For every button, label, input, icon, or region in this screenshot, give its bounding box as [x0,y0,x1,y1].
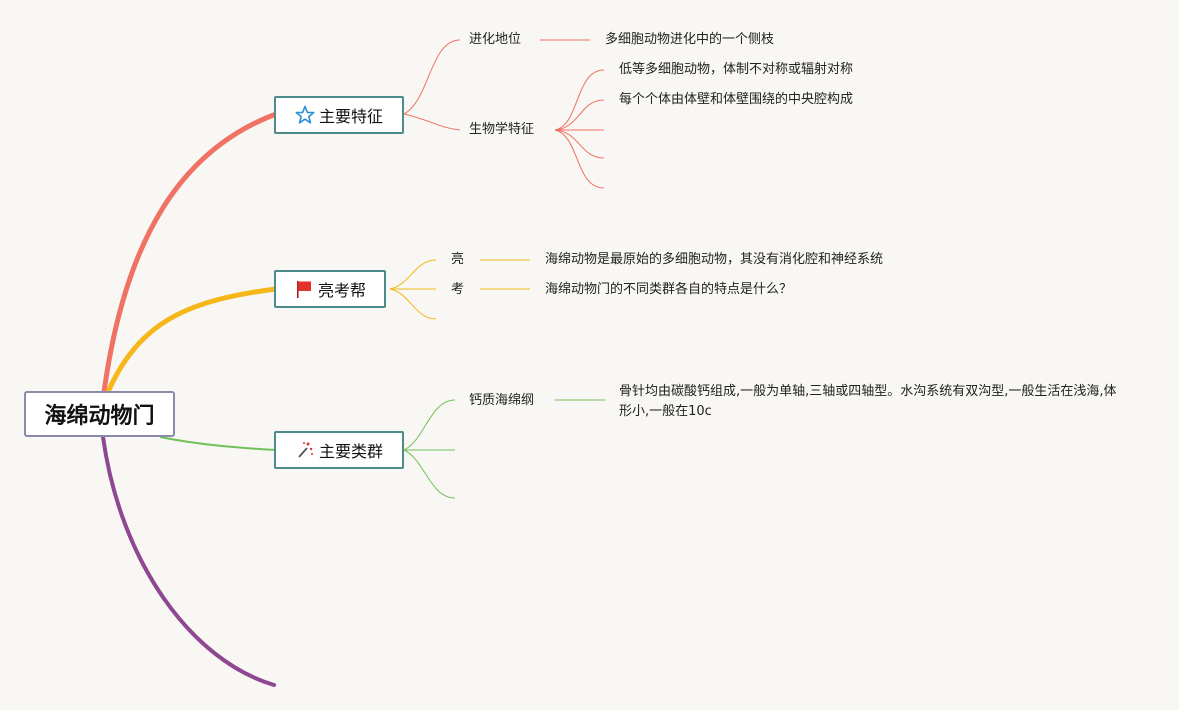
subtopic-biological-features[interactable]: 生物学特征 [469,122,535,137]
topic-liang-kao-bang[interactable]: 亮考帮 [274,270,386,308]
subtopic-calcarea[interactable]: 钙质海绵纲 [469,393,535,408]
detail-evolution-position[interactable]: 多细胞动物进化中的一个侧枝 [605,32,775,47]
detail-calcarea[interactable]: 骨针均由碳酸钙组成,一般为单轴,三轴或四轴型。水沟系统有双沟型,一般生活在浅海,… [619,384,1117,419]
branch-line-features [101,111,279,395]
connector-groups-empty-2 [403,449,456,499]
detail-liang[interactable]: 海绵动物是最原始的多细胞动物，其没有消化腔和神经系统 [545,252,884,267]
detail-biological-feature-2[interactable]: 每个个体由体壁和体壁围绕的中央腔构成 [619,92,854,107]
connector-biology-empty-2 [554,129,605,159]
connector-biology-detail-1 [554,69,605,131]
branch-line-groups [159,436,277,451]
connector-features-biology [403,113,461,131]
subtopic-evolution-position[interactable]: 进化地位 [469,32,522,47]
connector-highlight-empty [389,288,437,320]
topic-main-groups[interactable]: 主要类群 [274,431,404,469]
topic-liang-kao-bang-label: 亮考帮 [317,281,366,300]
branch-line-empty [101,435,276,687]
branch-line-highlight [105,286,279,395]
topic-main-groups-label: 主要类群 [318,442,383,461]
connector-groups-calcarea [403,399,456,451]
connector-biology-detail-2 [554,99,605,131]
root-title: 海绵动物门 [44,404,155,429]
detail-kao[interactable]: 海绵动物门的不同类群各自的特点是什么？ [545,282,793,297]
subtopic-kao[interactable]: 考 [451,282,465,297]
red-flag-icon [294,279,314,299]
magic-wand-icon [295,440,315,460]
connector-highlight-liang [389,259,437,290]
connector-features-evolution [403,39,461,115]
subtopic-liang[interactable]: 亮 [451,252,465,267]
topic-main-features[interactable]: 主要特征 [274,96,404,134]
detail-biological-feature-1[interactable]: 低等多细胞动物，体制不对称或辐射对称 [619,62,854,77]
star-icon [295,105,315,125]
topic-main-features-label: 主要特征 [318,107,383,126]
root-topic[interactable]: 海绵动物门 [24,391,175,437]
connector-biology-empty-3 [554,129,605,189]
